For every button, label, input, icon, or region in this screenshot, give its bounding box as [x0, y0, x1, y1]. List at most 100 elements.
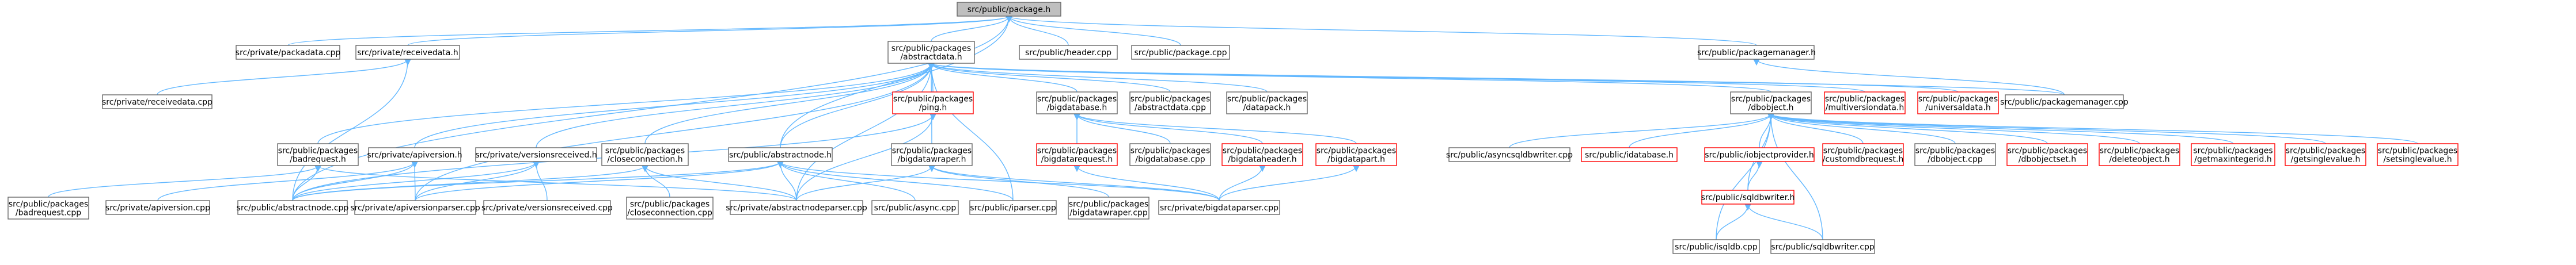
edge-dbobject_h-to-getmaxintegerid_h	[1767, 113, 2234, 144]
node-label: src/public/package.cpp	[1134, 48, 1227, 57]
node-sqldbwriter-h[interactable]: src/public/sqldbwriter.h	[1701, 190, 1795, 205]
node-packagemanager-h[interactable]: src/public/packagemanager.h	[1697, 45, 1816, 60]
node-label: src/public/packages	[1037, 95, 1117, 104]
edge-abstractnode_h-to-async_cpp	[777, 161, 916, 201]
node-root[interactable]: src/public/package.h	[957, 2, 1061, 17]
node-abstractdata-h[interactable]: src/public/packages/abstractdata.h	[887, 41, 975, 64]
node-receivedata-cpp[interactable]: src/private/receivedata.cpp	[102, 94, 213, 109]
node-label: src/public/iobjectprovider.h	[1705, 151, 1814, 160]
edge-dbobject_h-to-getsinglevalue_h	[1767, 113, 2326, 144]
node-label: src/public/asyncsqldbwriter.cpp	[1446, 151, 1573, 160]
node-dbobject-h[interactable]: src/public/packages/dbobject.h	[1730, 91, 1812, 114]
edge-abstractdata_h-to-packagemanager_cpp	[928, 63, 2065, 95]
node-bigdatawraper-cpp[interactable]: src/public/packages/bigdatawraper.cpp	[1068, 197, 1149, 220]
node-box	[728, 147, 833, 162]
edge-dbobject_h-to-deleteobject_h	[1767, 113, 2140, 144]
edge-badrequest_h-to-badrequest_cpp	[48, 165, 321, 198]
node-box	[483, 200, 611, 215]
node-idatabase-h[interactable]: src/public/idatabase.h	[1581, 147, 1678, 162]
node-apiversion-cpp[interactable]: src/private/apiversion.cpp	[105, 200, 210, 215]
node-label: src/public/packages	[630, 200, 710, 209]
node-label: src/public/packages	[1823, 147, 1903, 156]
node-label: /ping.h	[919, 103, 947, 113]
node-customdbrequest-h[interactable]: src/public/packages/customdbrequest.h	[1822, 143, 1904, 166]
node-label: src/public/iparser.cpp	[970, 203, 1056, 213]
edge-abstractdata_h-to-bigdatabase_h	[928, 63, 1078, 93]
node-box	[1730, 91, 1812, 114]
node-label: /abstractdata.h	[900, 53, 962, 62]
node-box	[1315, 143, 1397, 166]
node-versionsreceived-cpp[interactable]: src/private/versionsreceived.cpp	[481, 200, 613, 215]
node-versionsreceived-h[interactable]: src/private/versionsreceived.h	[475, 147, 597, 162]
node-sqldbwriter-cpp[interactable]: src/public/sqldbwriter.cpp	[1770, 239, 1875, 254]
node-label: src/private/bigdataparser.cpp	[1160, 203, 1278, 213]
node-package-cpp[interactable]: src/public/package.cpp	[1131, 45, 1230, 60]
edge-bigdatabase_h-to-bigdataheader_h	[1073, 113, 1263, 144]
node-badrequest-cpp[interactable]: src/public/packages/badrequest.cpp	[7, 197, 89, 220]
node-setsinglevalue-h[interactable]: src/public/packages/setsinglevalue.h	[2377, 143, 2459, 166]
node-box	[2005, 94, 2124, 109]
node-receivedata-h[interactable]: src/private/receivedata.h	[355, 45, 460, 60]
node-deleteobject-h[interactable]: src/public/packages/deleteobject.h	[2099, 143, 2180, 166]
node-box	[1068, 197, 1149, 220]
node-box	[1129, 91, 1211, 114]
node-ping-h[interactable]: src/public/packages/ping.h	[892, 91, 974, 114]
node-label: src/public/abstractnode.h	[729, 151, 832, 160]
edge-layer	[48, 16, 2418, 240]
node-getsinglevalue-h[interactable]: src/public/packages/getsinglevalue.h	[2285, 143, 2366, 166]
node-bigdatarequest-h[interactable]: src/public/packages/bigdatarequest.h	[1036, 143, 1118, 166]
node-header-cpp[interactable]: src/public/header.cpp	[1019, 45, 1118, 60]
node-async-cpp[interactable]: src/public/async.cpp	[871, 200, 959, 215]
node-isqldb-cpp[interactable]: src/public/isqldb.cpp	[1672, 239, 1760, 254]
node-universaldata-h[interactable]: src/public/packages/universaldata.h	[1917, 91, 1999, 114]
node-abstractnodeparser-cpp[interactable]: src/private/abstractnodeparser.cpp	[726, 200, 867, 215]
node-bigdatabase-cpp[interactable]: src/public/packages/bigdatabase.cpp	[1129, 143, 1211, 166]
node-box	[1581, 147, 1678, 162]
node-bigdatawraper-h[interactable]: src/public/packages/bigdatawraper.h	[891, 143, 973, 166]
node-abstractnode-cpp[interactable]: src/public/abstractnode.cpp	[237, 200, 349, 215]
node-packagemanager-cpp[interactable]: src/public/packagemanager.cpp	[2000, 94, 2129, 109]
node-box	[626, 197, 714, 220]
node-label: src/public/packages	[2378, 147, 2457, 156]
node-label: src/public/packages	[1223, 147, 1302, 156]
edge-abstractnode_h-to-bigdataparser_cpp	[777, 161, 1220, 201]
node-packdata-cpp[interactable]: src/private/packadata.cpp	[236, 45, 341, 60]
node-dbobject-cpp[interactable]: src/public/packages/dbobject.cpp	[1914, 143, 1996, 166]
node-datapack-h[interactable]: src/public/packages/datapack.h	[1226, 91, 1308, 114]
node-abstractnode-h[interactable]: src/public/abstractnode.h	[728, 147, 833, 162]
node-box	[1131, 45, 1230, 60]
edge-root-to-abstractnode_h	[780, 16, 1012, 148]
node-box	[236, 45, 340, 60]
node-getmaxintegerid-h[interactable]: src/public/packages/getmaxintegerid.h	[2191, 143, 2275, 166]
edge-dbobject_h-to-sqldbwriter_cpp	[1767, 113, 1823, 240]
node-iobjectprovider-h[interactable]: src/public/iobjectprovider.h	[1704, 147, 1815, 162]
node-label: src/public/packages	[893, 95, 973, 104]
edge-root-to-package_cpp	[1006, 16, 1181, 46]
edge-root-to-packdata_cpp	[287, 16, 1012, 46]
node-label: src/public/abstractnode.cpp	[237, 203, 349, 213]
node-abstractdata-cpp[interactable]: src/public/packages/abstractdata.cpp	[1129, 91, 1211, 114]
node-apiversion-h[interactable]: src/private/apiversion.h	[367, 147, 462, 162]
node-asyncsqldbwriter-cpp[interactable]: src/public/asyncsqldbwriter.cpp	[1446, 147, 1573, 162]
node-dbobjectset-h[interactable]: src/public/packages/dbobjectset.h	[2006, 143, 2088, 166]
node-iparser-cpp[interactable]: src/public/iparser.cpp	[969, 200, 1057, 215]
edge-iobjectprovider_h-to-sqldbwriter_h	[1747, 161, 1763, 191]
node-badrequest-h[interactable]: src/public/packages/badrequest.h	[277, 143, 359, 166]
node-box	[1822, 143, 1904, 166]
node-label: src/private/versionsreceived.cpp	[481, 203, 613, 213]
node-bigdataheader-h[interactable]: src/public/packages/bigdataheader.h	[1221, 143, 1303, 166]
node-label: src/private/apiversionparser.cpp	[350, 203, 480, 213]
node-bigdatabase-h[interactable]: src/public/packages/bigdatabase.h	[1036, 91, 1118, 114]
edge-sqldbwriter_h-to-isqldb_cpp	[1716, 203, 1751, 240]
node-closeconnection-h[interactable]: src/public/packages/closeconnection.h	[601, 143, 689, 166]
node-closeconnection-cpp[interactable]: src/public/packages/closeconnection.cpp	[626, 197, 714, 220]
node-label: src/private/packadata.cpp	[236, 48, 341, 57]
node-bigdatapart-h[interactable]: src/public/packages/bigdatapart.h	[1315, 143, 1397, 166]
node-label: /bigdatabase.cpp	[1135, 155, 1205, 164]
node-apiversionparser-cpp[interactable]: src/private/apiversionparser.cpp	[350, 200, 480, 215]
edge-dbobject_h-to-asyncsqldbwriter_cpp	[1509, 113, 1774, 148]
edge-bigdatawraper_h-to-bigdatawraper_cpp	[928, 165, 1109, 198]
node-multiversiondata-h[interactable]: src/public/packages/multiversiondata.h	[1824, 91, 1906, 114]
node-bigdataparser-cpp[interactable]: src/private/bigdataparser.cpp	[1158, 200, 1280, 215]
